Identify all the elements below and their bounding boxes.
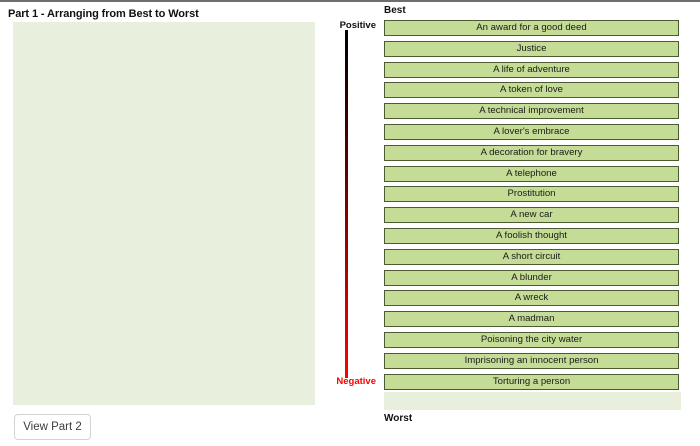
rank-item[interactable]: Justice	[384, 40, 679, 57]
rank-item[interactable]: A wreck	[384, 290, 679, 307]
rank-item[interactable]: Poisoning the city water	[384, 331, 679, 348]
rank-item[interactable]: A decoration for bravery	[384, 144, 679, 161]
rank-label-worst: Worst	[384, 413, 413, 424]
rank-item[interactable]: A madman	[384, 311, 679, 328]
gradient-bar-icon	[345, 30, 348, 378]
view-part-2-button[interactable]: View Part 2	[14, 414, 91, 440]
rank-item[interactable]: A token of love	[384, 82, 679, 99]
rank-item[interactable]: A new car	[384, 207, 679, 224]
rank-item[interactable]: A life of adventure	[384, 61, 679, 78]
rank-item[interactable]: A foolish thought	[384, 227, 679, 244]
rank-item[interactable]: Prostitution	[384, 186, 679, 203]
rank-label-best: Best	[384, 5, 406, 16]
rank-item[interactable]: An award for a good deed	[384, 20, 679, 36]
polarity-axis: Positive Negative	[330, 2, 380, 446]
rank-item[interactable]: Torturing a person	[384, 373, 679, 390]
rank-item[interactable]: A lover's embrace	[384, 123, 679, 140]
rank-item[interactable]: A telephone	[384, 165, 679, 182]
dropzone-part1[interactable]	[13, 22, 315, 405]
rank-item[interactable]: A short circuit	[384, 248, 679, 265]
rank-item[interactable]: A technical improvement	[384, 103, 679, 120]
rank-item[interactable]: Imprisoning an innocent person	[384, 352, 679, 369]
rank-item[interactable]: A blunder	[384, 269, 679, 286]
dropzone-ranking-end[interactable]	[384, 392, 681, 410]
left-panel: Part 1 - Arranging from Best to Worst Vi…	[0, 2, 330, 446]
axis-label-negative: Negative	[336, 376, 376, 387]
page-title: Part 1 - Arranging from Best to Worst	[8, 8, 199, 20]
axis-label-positive: Positive	[339, 20, 376, 31]
